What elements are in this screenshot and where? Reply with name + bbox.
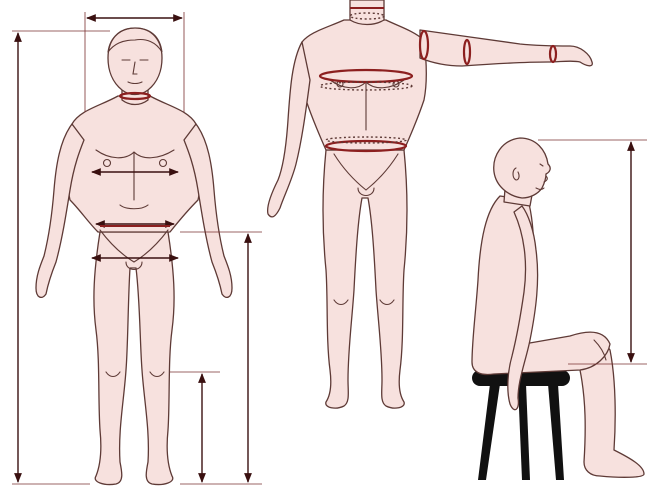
- stool-leg-center: [518, 384, 530, 480]
- seated-figure-body: [472, 196, 610, 375]
- arm-figure-neck: [350, 0, 384, 25]
- front-figure-left-arm: [36, 124, 84, 297]
- arm-figure-left-arm: [268, 42, 310, 217]
- seated-figure-measurements: [538, 140, 647, 364]
- stool-leg-front-left: [478, 384, 500, 480]
- front-figure-head: [108, 28, 162, 95]
- seated-side-figure: [472, 138, 644, 480]
- arm-figure-raised-arm: [420, 30, 592, 66]
- stool-leg-back-right: [548, 384, 564, 480]
- front-figure-right-arm: [184, 124, 232, 297]
